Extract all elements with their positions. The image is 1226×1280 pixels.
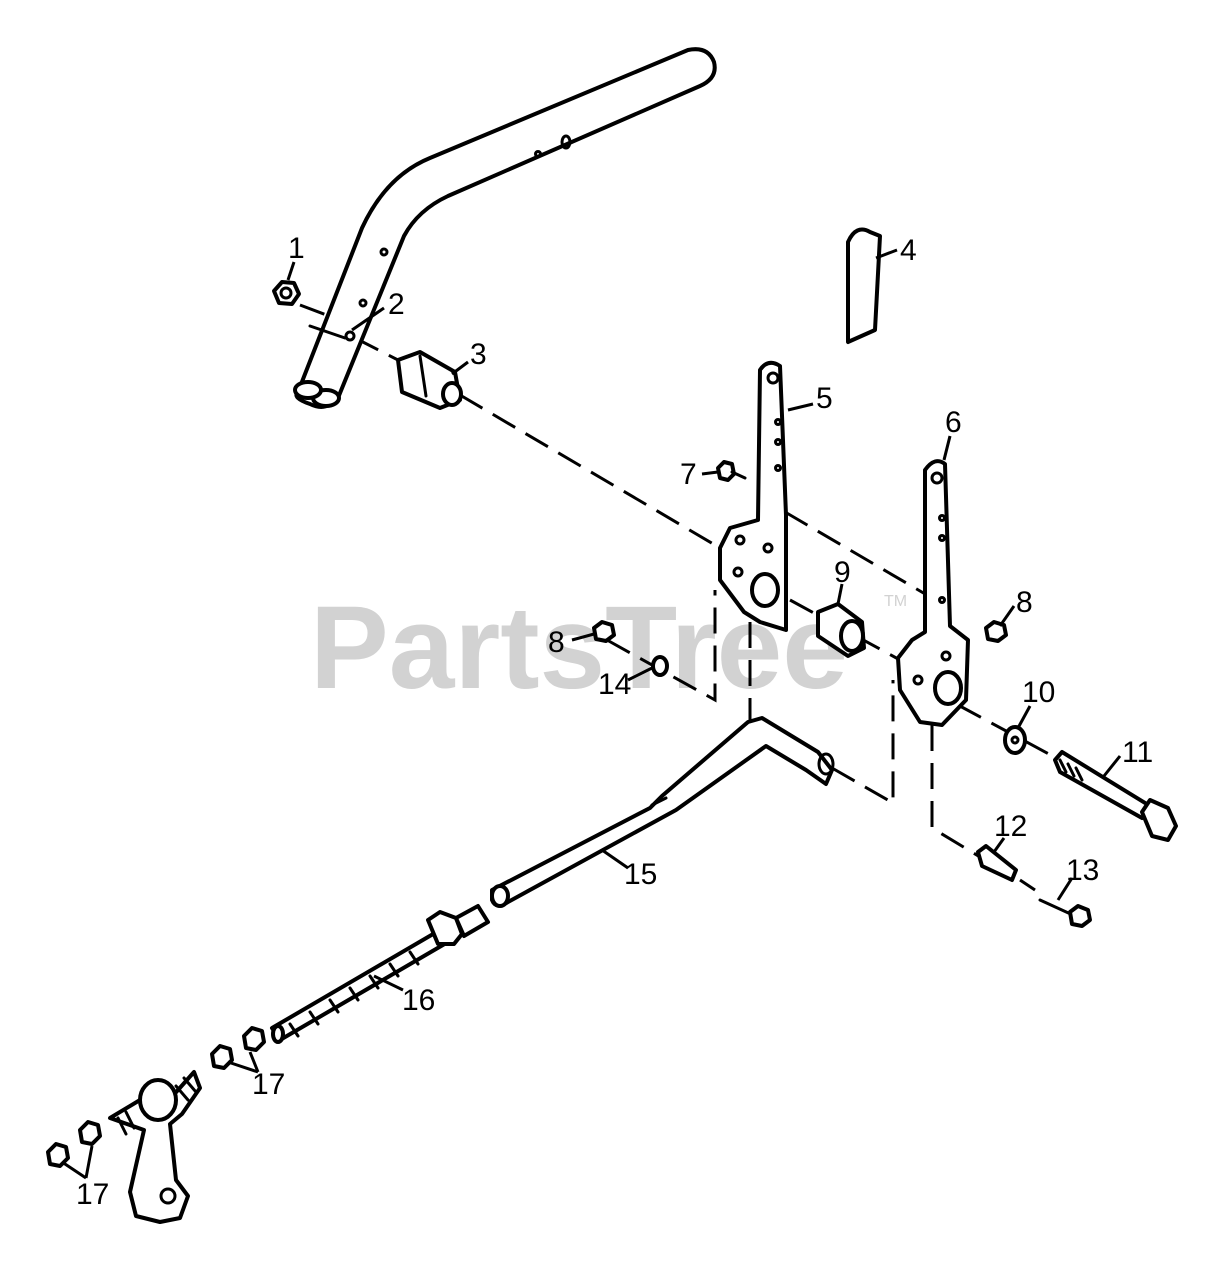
part-9-bushing	[816, 602, 866, 658]
part-13-screw	[1038, 898, 1092, 928]
part-14-washer	[651, 655, 669, 677]
part-11-shoulder-bolt	[1053, 750, 1178, 842]
watermark-trademark: TM	[884, 593, 907, 610]
part-12-pin	[976, 844, 1018, 882]
part-8-nut-right	[984, 620, 1008, 643]
part-3-spacer	[396, 350, 463, 410]
callout-3: 3	[470, 338, 487, 371]
callout-1: 1	[288, 232, 305, 265]
part-16-threaded-rod	[270, 904, 490, 1044]
part-8-nut-left	[592, 620, 616, 643]
part-6-right-bracket	[896, 459, 970, 727]
callout-6: 6	[945, 406, 962, 439]
part-2-lift-handle	[293, 47, 717, 409]
callout-5: 5	[816, 382, 833, 415]
callout-4: 4	[900, 234, 917, 267]
callout-9: 9	[834, 556, 851, 589]
part-4-handle-grip	[846, 227, 882, 344]
callout-7: 7	[680, 458, 697, 491]
part-17-nuts	[46, 1026, 266, 1168]
callout-2: 2	[388, 288, 405, 321]
callout-8-left: 8	[548, 626, 565, 659]
callout-16: 16	[402, 984, 435, 1017]
part-1-hex-nut	[272, 280, 301, 306]
callout-13: 13	[1066, 854, 1099, 887]
callout-11: 11	[1122, 736, 1153, 769]
leader-lines	[61, 248, 1122, 1180]
callout-numbers: 1 2 3 4 5 6 7 8 8 9 10 11 12 13 14 15 16…	[76, 232, 1153, 1211]
part-7-bolt	[716, 460, 747, 482]
yoke-end-fitting	[108, 1070, 202, 1224]
callout-8-right: 8	[1016, 586, 1033, 619]
callout-17-lower: 17	[76, 1178, 109, 1211]
part-10-washer	[1003, 725, 1027, 755]
callout-14: 14	[598, 668, 631, 701]
callout-17-upper: 17	[252, 1068, 285, 1101]
part-15-lift-rod	[490, 716, 835, 908]
callout-10: 10	[1022, 676, 1055, 709]
callout-12: 12	[994, 810, 1027, 843]
callout-15: 15	[624, 858, 657, 891]
part-5-left-bracket	[718, 360, 788, 632]
